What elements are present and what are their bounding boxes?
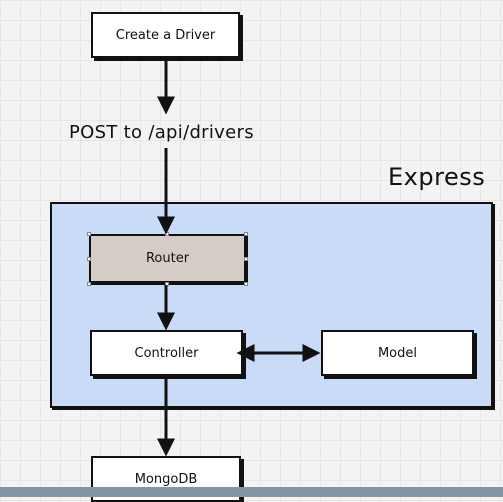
- router-selection-handle[interactable]: [244, 232, 248, 236]
- router-selection-handle[interactable]: [87, 232, 91, 236]
- create-driver-node[interactable]: Create a Driver: [91, 12, 240, 58]
- controller-label: Controller: [134, 345, 199, 361]
- router-selection-handle[interactable]: [87, 282, 91, 286]
- model-label: Model: [377, 345, 418, 361]
- express-group-label: Express: [388, 163, 486, 191]
- create-driver-label: Create a Driver: [115, 27, 216, 43]
- model-node[interactable]: Model: [321, 330, 474, 376]
- router-label: Router: [145, 251, 190, 266]
- router-selection-handle[interactable]: [87, 257, 91, 261]
- router-selection-handle[interactable]: [244, 257, 248, 261]
- post-request-label: POST to /api/drivers: [69, 122, 254, 143]
- router-selection-handle[interactable]: [244, 282, 248, 286]
- mongodb-label: MongoDB: [134, 471, 198, 487]
- window-bottom-bar: [0, 487, 503, 497]
